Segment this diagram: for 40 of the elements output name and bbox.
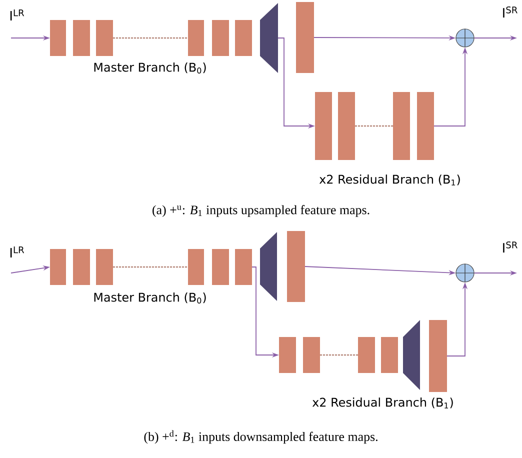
layer-block [188, 20, 204, 56]
layer-block [358, 337, 375, 373]
output-label: I$^{SR}$ [503, 241, 518, 253]
output-label: I$^{SR}$ [503, 6, 518, 18]
caption: (a) +$^{u}$: B$_{1}$ inputs upsampled feature maps. [152, 205, 370, 217]
layer-block [429, 320, 447, 392]
layer-block [279, 337, 296, 373]
dotted-line [112, 266, 188, 268]
sum-node [455, 263, 475, 283]
layer-block [50, 20, 66, 56]
layer-block [96, 249, 113, 285]
layer-block [212, 20, 229, 56]
input-label: I$^{LR}$ [10, 246, 24, 258]
upsampling-block [260, 3, 278, 73]
branch-label: Master Branch (B$_{0}$) [94, 292, 206, 304]
branch-label: Master Branch (B$_{0}$) [94, 62, 206, 74]
branch-label: x2 Residual Branch (B$_{1}$) [319, 174, 460, 186]
layer-block [188, 249, 204, 285]
layer-block [381, 337, 398, 373]
dotted-line [320, 354, 358, 356]
branch-label: x2 Residual Branch (B$_{1}$) [312, 398, 453, 408]
layer-block [50, 249, 66, 285]
layer-block [417, 92, 434, 160]
upsampling-block [260, 232, 277, 301]
layer-block [73, 20, 90, 56]
input-label: I$^{LR}$ [10, 10, 24, 20]
layer-block [96, 20, 113, 56]
layer-block [235, 249, 252, 285]
layer-block [73, 249, 90, 285]
layer-block [235, 20, 252, 56]
upsampling-block [403, 320, 420, 390]
layer-block [296, 2, 314, 73]
layer-block [287, 231, 305, 302]
sum-node [455, 28, 475, 48]
layer-block [303, 337, 320, 373]
layer-block [393, 92, 410, 160]
layer-block [315, 92, 332, 160]
caption: (b) +$^{d}$: B$_{1}$ inputs downsampled feature maps. [144, 430, 378, 444]
layer-block [212, 249, 229, 285]
layer-block [338, 92, 355, 160]
